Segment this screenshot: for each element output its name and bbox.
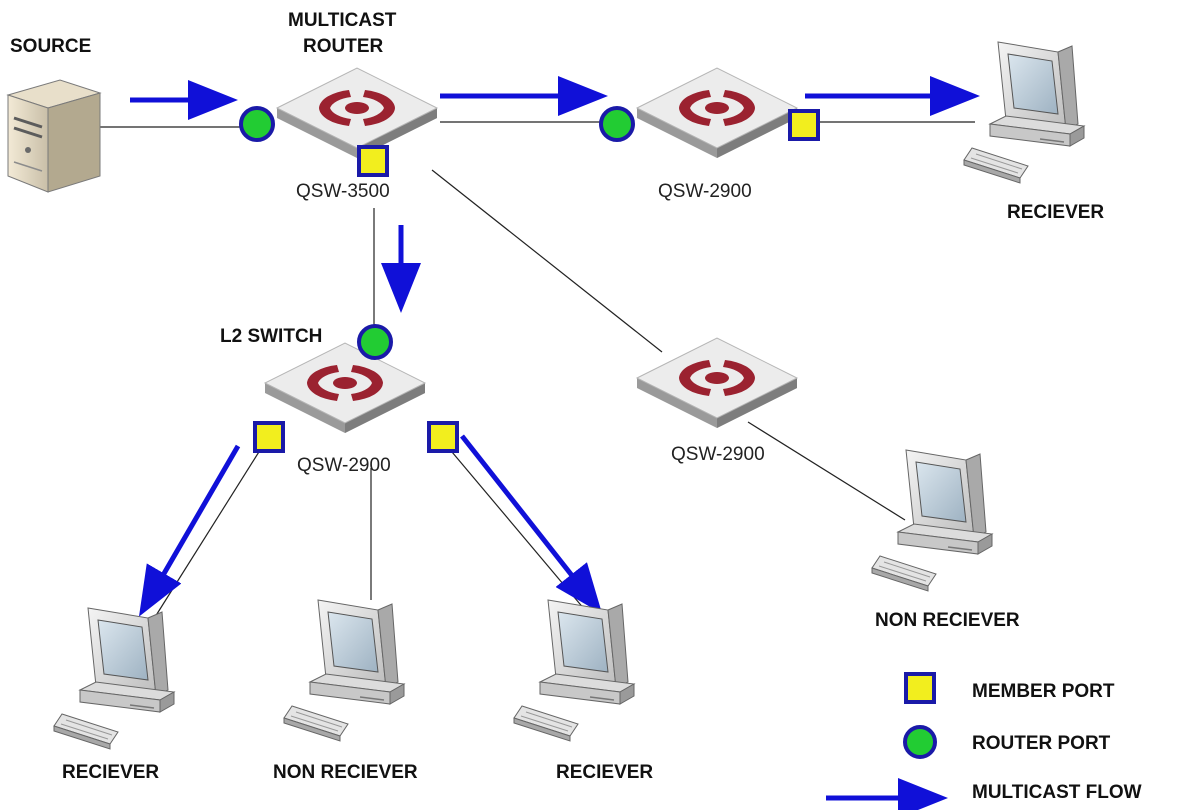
member-port-l2-right (427, 421, 459, 453)
nonreceiver-right-computer-icon (871, 449, 993, 592)
nonreceiver-mid-label: NON RECIEVER (273, 762, 418, 783)
receiver-right-computer-icon (513, 599, 635, 742)
receiver-top-label: RECIEVER (1007, 202, 1104, 223)
l2-switch-model-label: QSW-2900 (297, 455, 391, 476)
receiver-left-label: RECIEVER (62, 762, 159, 783)
server-icon (6, 79, 102, 193)
right-switch-model-label: QSW-2900 (671, 444, 765, 465)
legend: MEMBER PORT ROUTER PORT MULTICAST FLOW (826, 672, 1142, 810)
nonreceiver-right-label: NON RECIEVER (875, 610, 1020, 631)
member-port-l2-left (253, 421, 285, 453)
flow-arrow-right-receiver (460, 434, 603, 614)
source-label: SOURCE (10, 36, 91, 57)
l2-switch-label: L2 SWITCH (220, 326, 322, 347)
link-l2-right-receiver (451, 451, 586, 611)
core-model-label: QSW-3500 (296, 181, 390, 202)
ports (239, 106, 820, 453)
receiver-top-computer-icon (963, 41, 1085, 184)
top-switch-model-label: QSW-2900 (658, 181, 752, 202)
links (100, 121, 975, 626)
link-router-right-switch (431, 169, 663, 353)
l2-switch-icon (264, 342, 426, 434)
legend-router-port-label: ROUTER PORT (972, 733, 1111, 754)
router-label-line2: ROUTER (303, 36, 384, 57)
receiver-left-computer-icon (53, 607, 175, 750)
legend-router-port-icon (903, 725, 937, 759)
top-switch-icon (636, 67, 798, 159)
legend-member-port-icon (904, 672, 936, 704)
legend-multicast-flow-label: MULTICAST FLOW (972, 782, 1142, 803)
router-port-top-switch (599, 106, 635, 142)
core-router-icon (276, 67, 438, 159)
router-port-core (239, 106, 275, 142)
member-port-core (357, 145, 389, 177)
receiver-right-label: RECIEVER (556, 762, 653, 783)
multicast-flows (130, 76, 980, 617)
nonreceiver-mid-computer-icon (283, 599, 405, 742)
link-right-switch-nonreceiver (747, 421, 906, 521)
member-port-top-switch (788, 109, 820, 141)
flow-arrow-left-receiver (138, 444, 241, 617)
router-port-l2 (357, 324, 393, 360)
legend-member-port-label: MEMBER PORT (972, 681, 1115, 702)
link-l2-left-receiver (149, 446, 263, 626)
router-label-line1: MULTICAST (288, 10, 397, 31)
